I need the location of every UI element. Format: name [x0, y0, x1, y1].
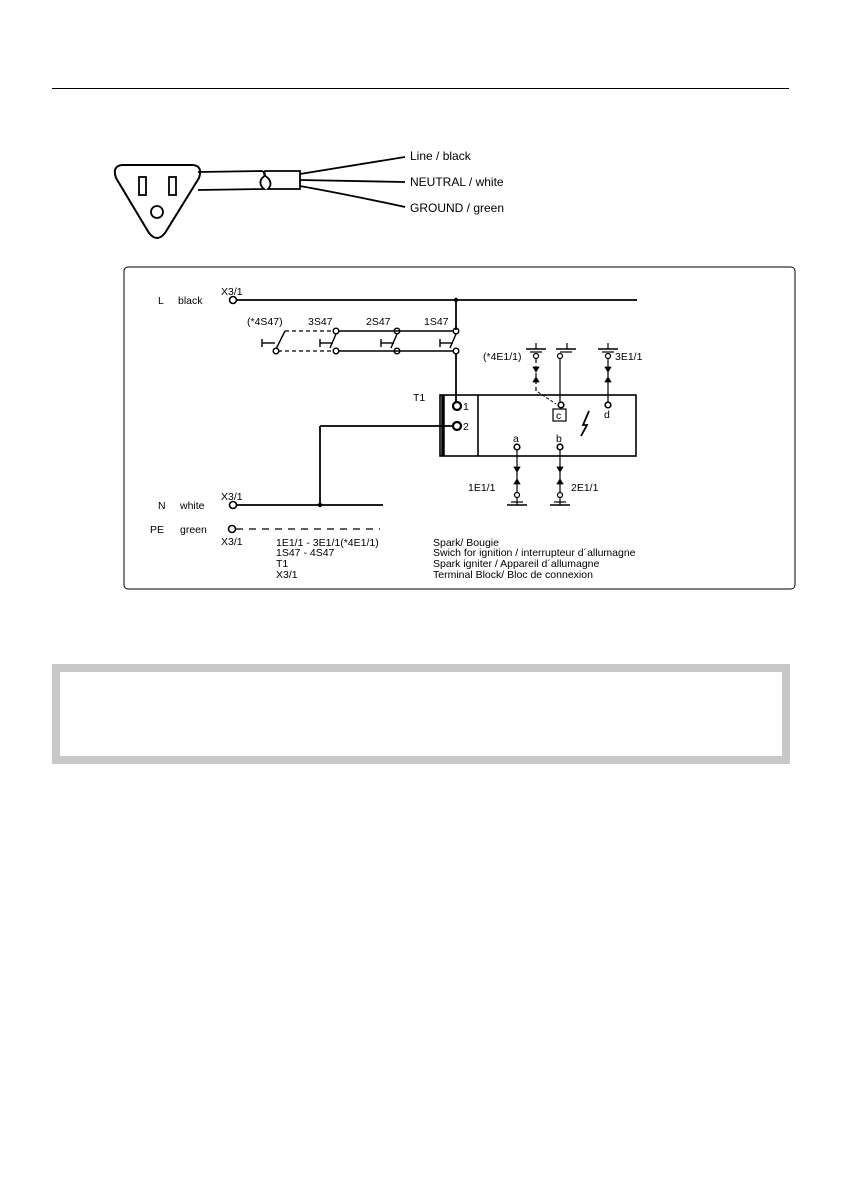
terminal-n-label: X3/1 [221, 491, 243, 503]
igniter-t1-label: T1 [413, 392, 425, 404]
n-label: N [158, 500, 166, 512]
switch-label-4s47: (*4S47) [247, 316, 283, 328]
switch-3s47-icon [319, 333, 337, 349]
igniter-pin1-label: 1 [463, 401, 469, 413]
terminal-c-box [552, 408, 567, 422]
schematic-wiring [227, 295, 637, 534]
l-color-label: black [178, 295, 203, 307]
cord-icon [197, 170, 267, 191]
spark-bolt-icon [580, 410, 590, 437]
terminal-pe-label: X3/1 [221, 536, 243, 548]
terminal-n-icon [228, 500, 238, 510]
legend-desc: Spark/ Bougie [433, 537, 499, 549]
ground-wire-label: GROUND / green [410, 201, 504, 215]
note-box [52, 664, 790, 764]
pin-d-label: d [604, 409, 610, 421]
switch-label-2s47: 2S47 [366, 316, 391, 328]
legend-code: 1S47 - 4S47 [276, 547, 335, 559]
pe-color-label: green [180, 524, 207, 536]
legend-desc: Terminal Block/ Bloc de connexion [433, 569, 593, 581]
spark-1e1-label: 1E1/1 [468, 482, 496, 494]
terminal-pe-icon [227, 524, 237, 534]
pin-a-label: a [513, 433, 519, 445]
ground-wire [299, 185, 406, 208]
legend-code: 1E1/1 - 3E1/1(*4E1/1) [276, 537, 379, 549]
switch-label-3s47: 3S47 [308, 316, 333, 328]
plug-ground-pin-icon [150, 205, 164, 219]
legend: 1E1/1 - 3E1/1(*4E1/1) Spark/ Bougie 1S47… [276, 537, 636, 581]
pin-c-label: c [556, 410, 561, 422]
plug-prong-right-icon [168, 176, 177, 196]
switch-label-1s47: 1S47 [424, 316, 449, 328]
igniter-t1-box [439, 394, 637, 457]
spark-3e1-label: 3E1/1 [615, 351, 643, 363]
switch-1s47-icon [439, 333, 457, 349]
legend-desc: Spark igniter / Appareil d´allumagne [433, 558, 600, 570]
line-wire-label: Line / black [410, 149, 472, 163]
plug-illustration [113, 156, 406, 239]
wiring-diagram: Line / black NEUTRAL / white GROUND / gr… [113, 149, 796, 590]
igniter-pin2-label: 2 [463, 421, 469, 433]
neutral-wire [299, 179, 406, 183]
plug-body-icon [113, 164, 202, 239]
terminal-l-icon [228, 295, 238, 305]
switch-4s47-icon [261, 330, 286, 350]
plug-prong-left-icon [138, 176, 147, 196]
n-color-label: white [179, 500, 205, 512]
neutral-wire-label: NEUTRAL / white [410, 175, 504, 189]
terminal-l-label: X3/1 [221, 286, 243, 298]
schematic-frame [123, 266, 796, 590]
l-label: L [158, 295, 164, 307]
pin-b-label: b [556, 433, 562, 445]
spark-2e1-label: 2E1/1 [571, 482, 599, 494]
spark-4e1-label: (*4E1/1) [483, 351, 522, 363]
line-wire [299, 156, 406, 175]
legend-code: X3/1 [276, 569, 298, 581]
pe-label: PE [150, 524, 164, 536]
legend-desc: Swich for ignition / interrupteur d´allu… [433, 547, 636, 559]
legend-code: T1 [276, 558, 288, 570]
header-rule [52, 88, 789, 89]
switch-2s47-icon [380, 333, 398, 349]
